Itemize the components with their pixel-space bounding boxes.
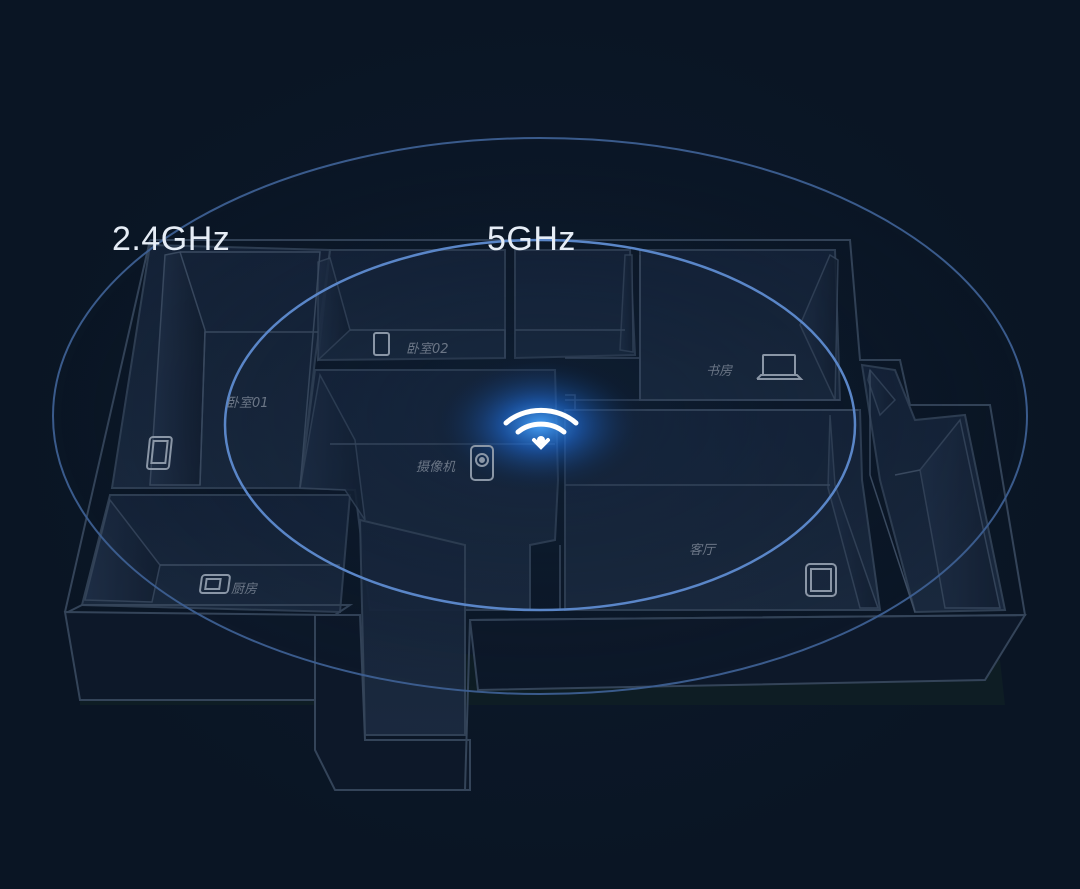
room-label-living-room: 客厅 xyxy=(689,543,716,558)
tablet-icon xyxy=(805,563,837,597)
room-label-study: 书房 xyxy=(706,364,733,379)
appliance-icon xyxy=(199,574,231,594)
band-5ghz-label: 5GHz xyxy=(487,220,576,258)
band-24ghz-label: 2.4GHz xyxy=(112,220,231,258)
ring-5ghz xyxy=(223,238,857,612)
camera-icon xyxy=(470,445,494,481)
room-label-kitchen: 厨房 xyxy=(231,582,258,597)
phone-icon xyxy=(145,436,173,470)
room-label-bedroom-02: 卧室02 xyxy=(406,342,449,357)
phone-icon xyxy=(373,332,390,356)
laptop-icon xyxy=(756,354,804,380)
wifi-icon xyxy=(503,407,579,450)
room-label-camera: 摄像机 xyxy=(416,460,456,475)
room-label-bedroom-01: 卧室01 xyxy=(226,396,269,411)
